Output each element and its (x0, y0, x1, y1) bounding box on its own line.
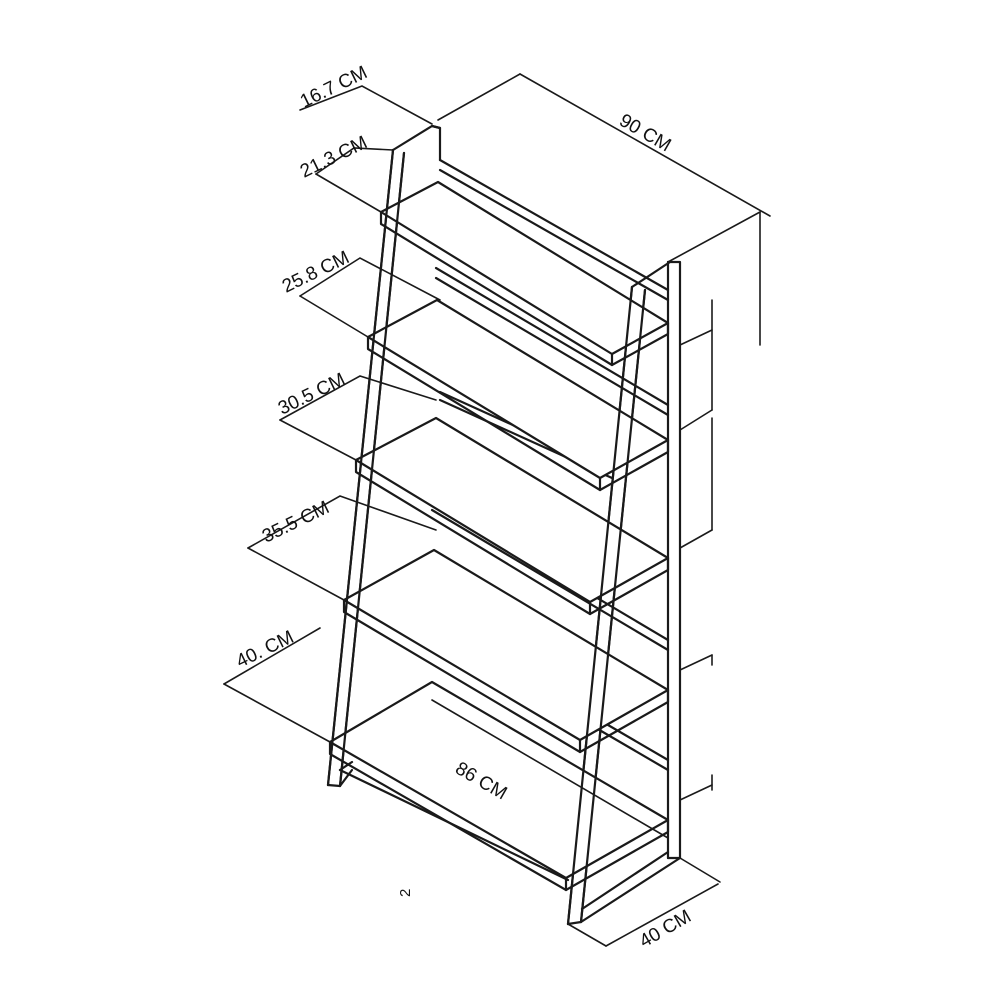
shelf-5 (328, 680, 670, 892)
shelf-depth-label-5: 35.5 CM (259, 497, 333, 547)
width-label: 90 CM (616, 110, 675, 156)
page-mark: 2 (397, 889, 414, 897)
shelf-depth-label-2: 21.3 CM (297, 132, 371, 182)
dimension-lines (223, 73, 771, 947)
shelf-depth-label-3: 25.8 CM (279, 247, 353, 297)
shelf-depth-label-6: 40. CM (233, 627, 297, 673)
front-legs (326, 148, 647, 926)
shelves (328, 180, 670, 892)
shelf-1 (379, 180, 670, 367)
shelf-depth-label-4: 30.5 CM (275, 369, 349, 419)
shelf-3 (354, 416, 670, 616)
shelf-2 (366, 298, 670, 492)
shelf-4 (342, 548, 670, 754)
